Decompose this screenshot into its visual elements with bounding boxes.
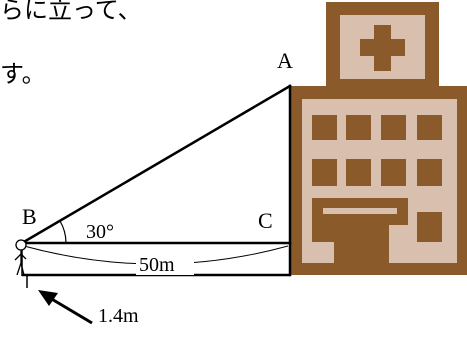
observer-figure [14,239,27,276]
angle-arc [59,220,67,244]
window [312,159,337,186]
entrance-door [334,223,389,275]
arrow-head [38,290,58,306]
window [417,115,442,140]
cross-horizontal [360,39,405,56]
observer-head [15,239,27,251]
window [381,159,406,186]
point-label-a: A [277,48,293,73]
height-label: 1.4m [98,305,139,327]
point-label-c: C [258,208,273,233]
window [312,115,337,140]
window [346,115,371,140]
distance-label-bg [136,253,194,275]
distance-label: 50m [139,254,175,276]
window [417,159,442,186]
angle-label: 30° [86,221,114,243]
height-arrow [38,290,93,325]
hospital-building [289,2,467,275]
point-label-b: B [22,204,37,229]
entrance-canopy-stripe [323,208,397,214]
window [417,212,442,242]
triangle-abc [20,84,292,277]
window [346,159,371,186]
text-fragment-line2: す。 [0,60,46,88]
text-fragment-line1: らに立って、 [0,0,142,24]
window [381,115,406,140]
side-ab [20,84,292,245]
